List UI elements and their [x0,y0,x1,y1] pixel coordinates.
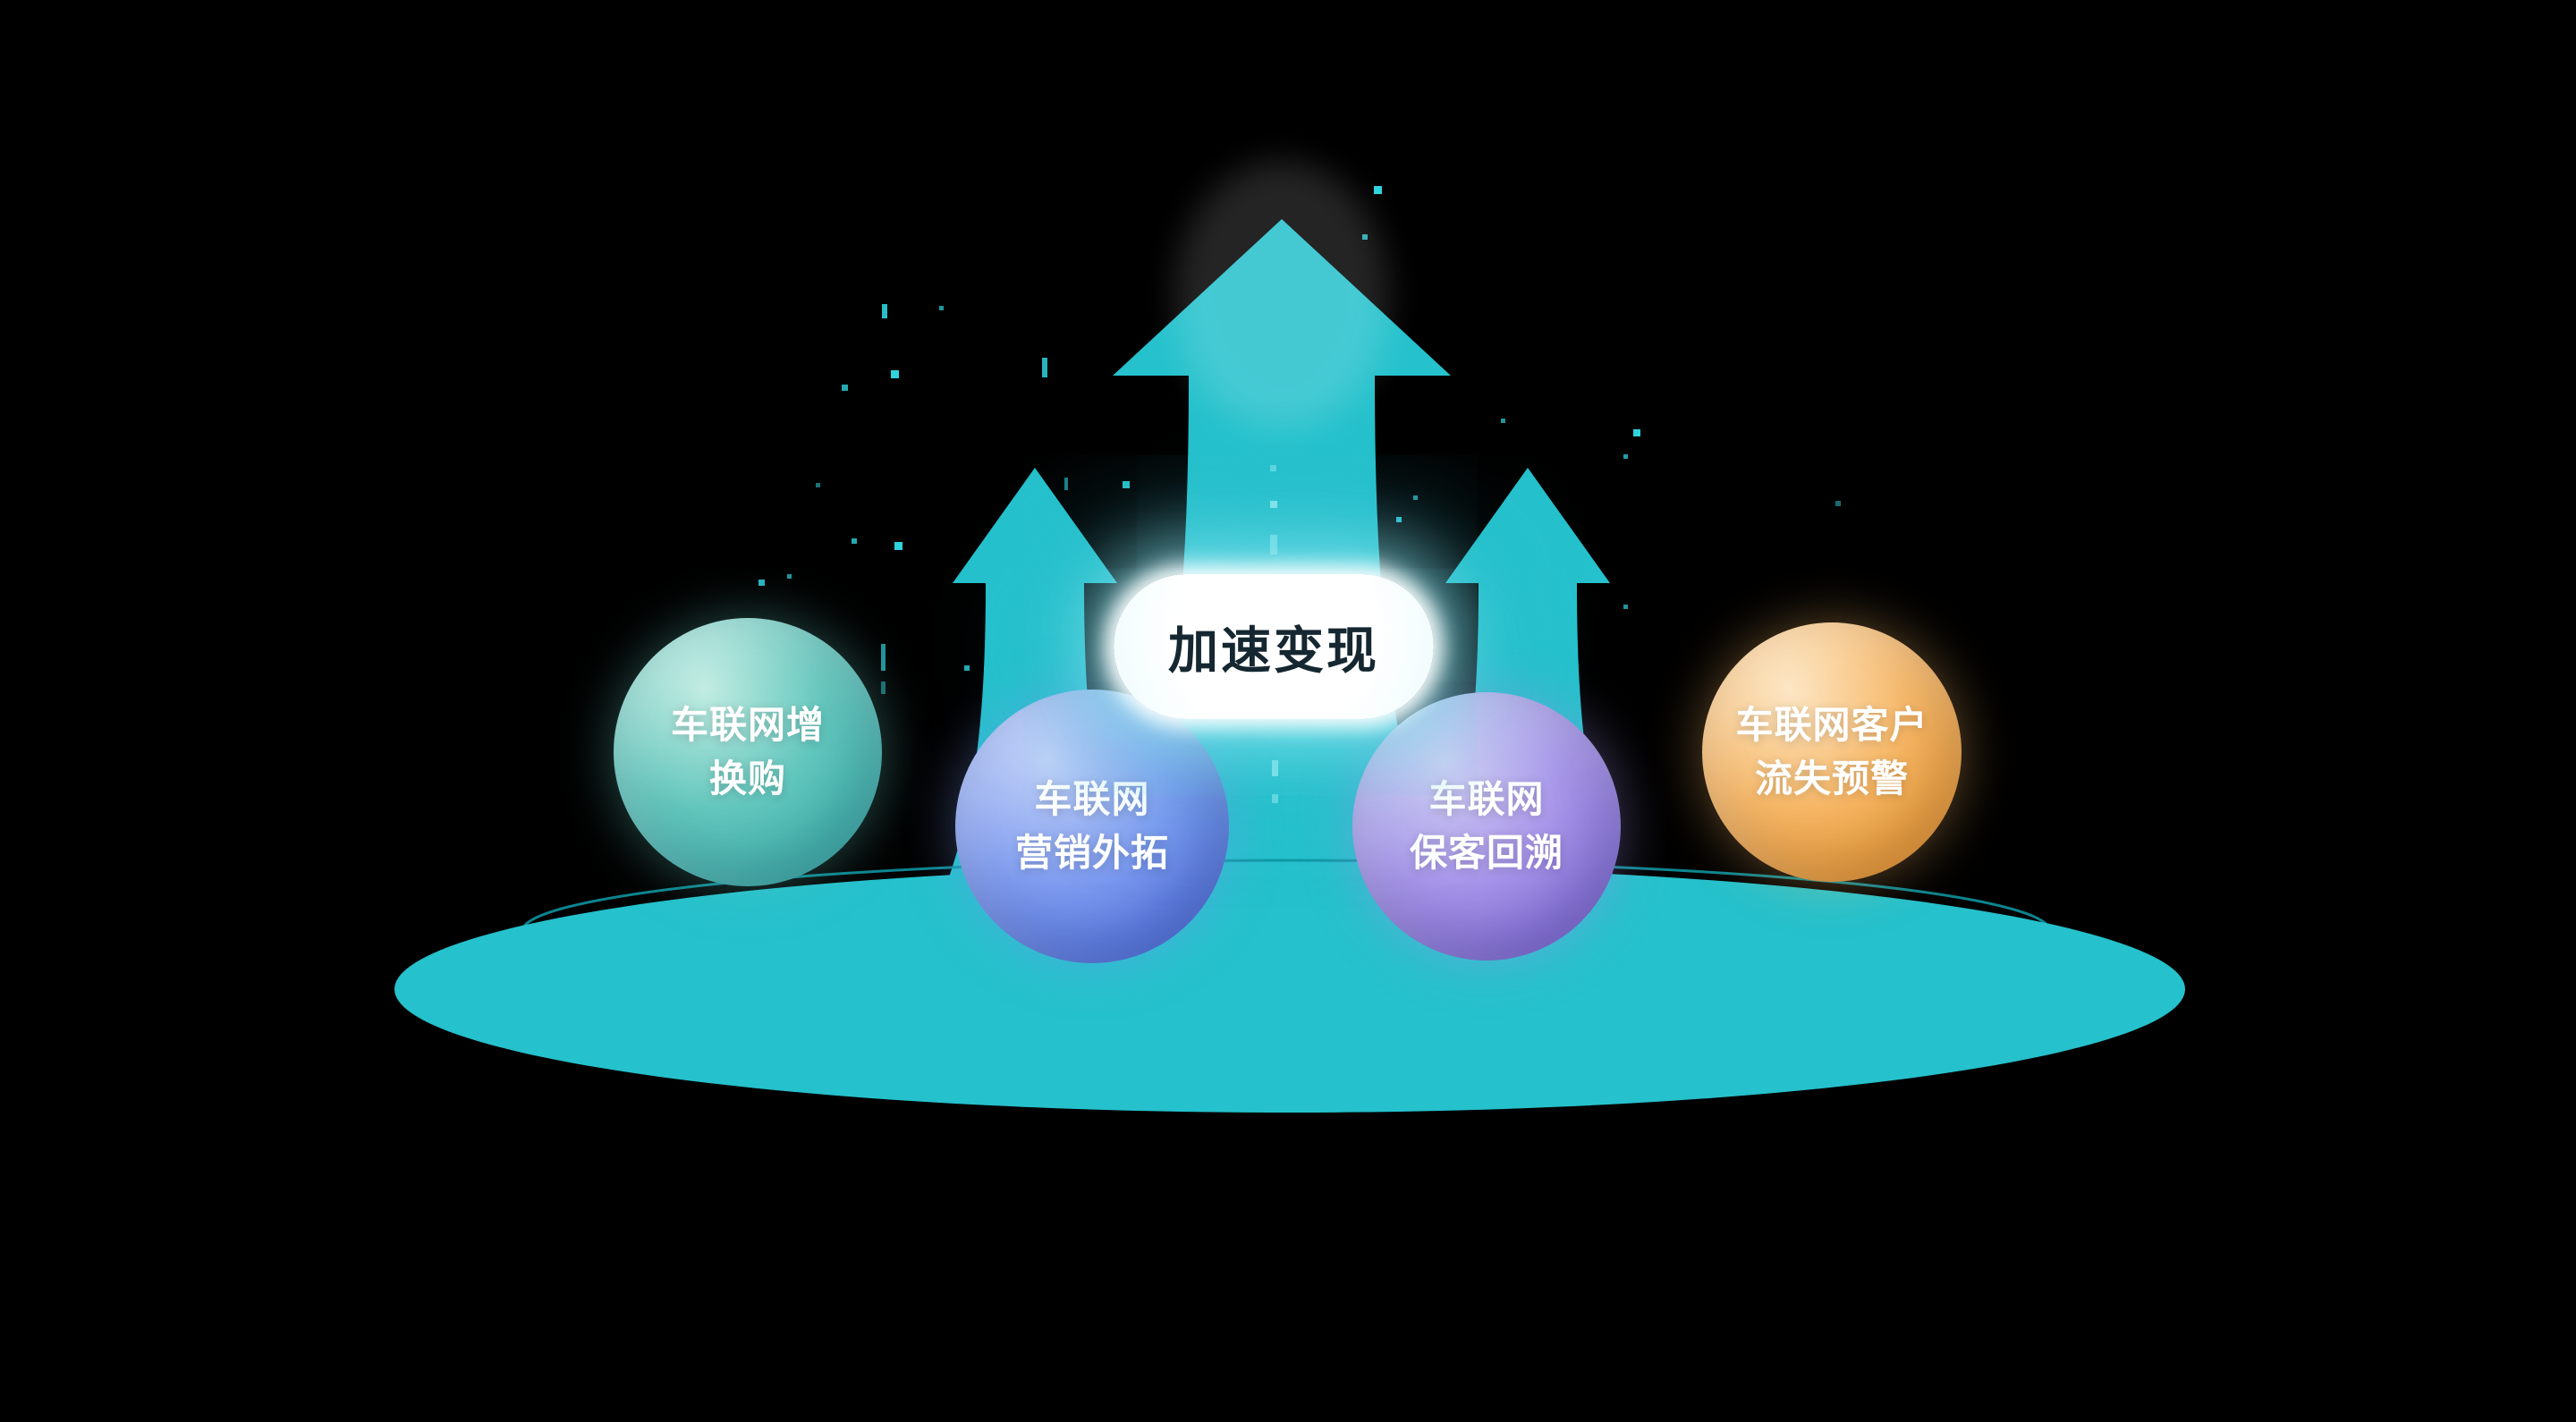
arrow-tip-glow [1174,161,1389,429]
sphere-label-line: 流失预警 [1754,758,1909,800]
sphere-iov-customer-retention: 车联网 保客回溯 [1352,692,1621,961]
sphere-iov-marketing-expansion: 车联网 营销外拓 [955,690,1229,963]
sphere-label-line: 营销外拓 [1014,832,1169,874]
sphere-label-line: 换购 [708,758,786,800]
sphere-label: 车联网增 换购 [671,698,825,805]
sphere-iov-upgrade-repurchase: 车联网增 换购 [614,618,882,886]
sphere-label-line: 车联网 [1034,778,1150,821]
center-badge: 加速变现 [1114,574,1434,719]
sphere-label-line: 车联网客户 [1735,704,1928,747]
sphere-label: 车联网 保客回溯 [1410,773,1563,879]
decor-dots [758,186,1841,694]
sphere-label-line: 车联网 [1428,778,1545,821]
sphere-label: 车联网 营销外拓 [1015,773,1169,879]
center-badge-label: 加速变现 [1168,622,1379,679]
arrow-light-trail [1270,465,1278,803]
sphere-label: 车联网客户 流失预警 [1735,698,1928,805]
sphere-iov-churn-warning: 车联网客户 流失预警 [1702,622,1962,882]
sphere-label-line: 保客回溯 [1409,832,1563,874]
platform-ellipse [394,866,2185,1113]
sphere-label-line: 车联网增 [670,704,825,747]
